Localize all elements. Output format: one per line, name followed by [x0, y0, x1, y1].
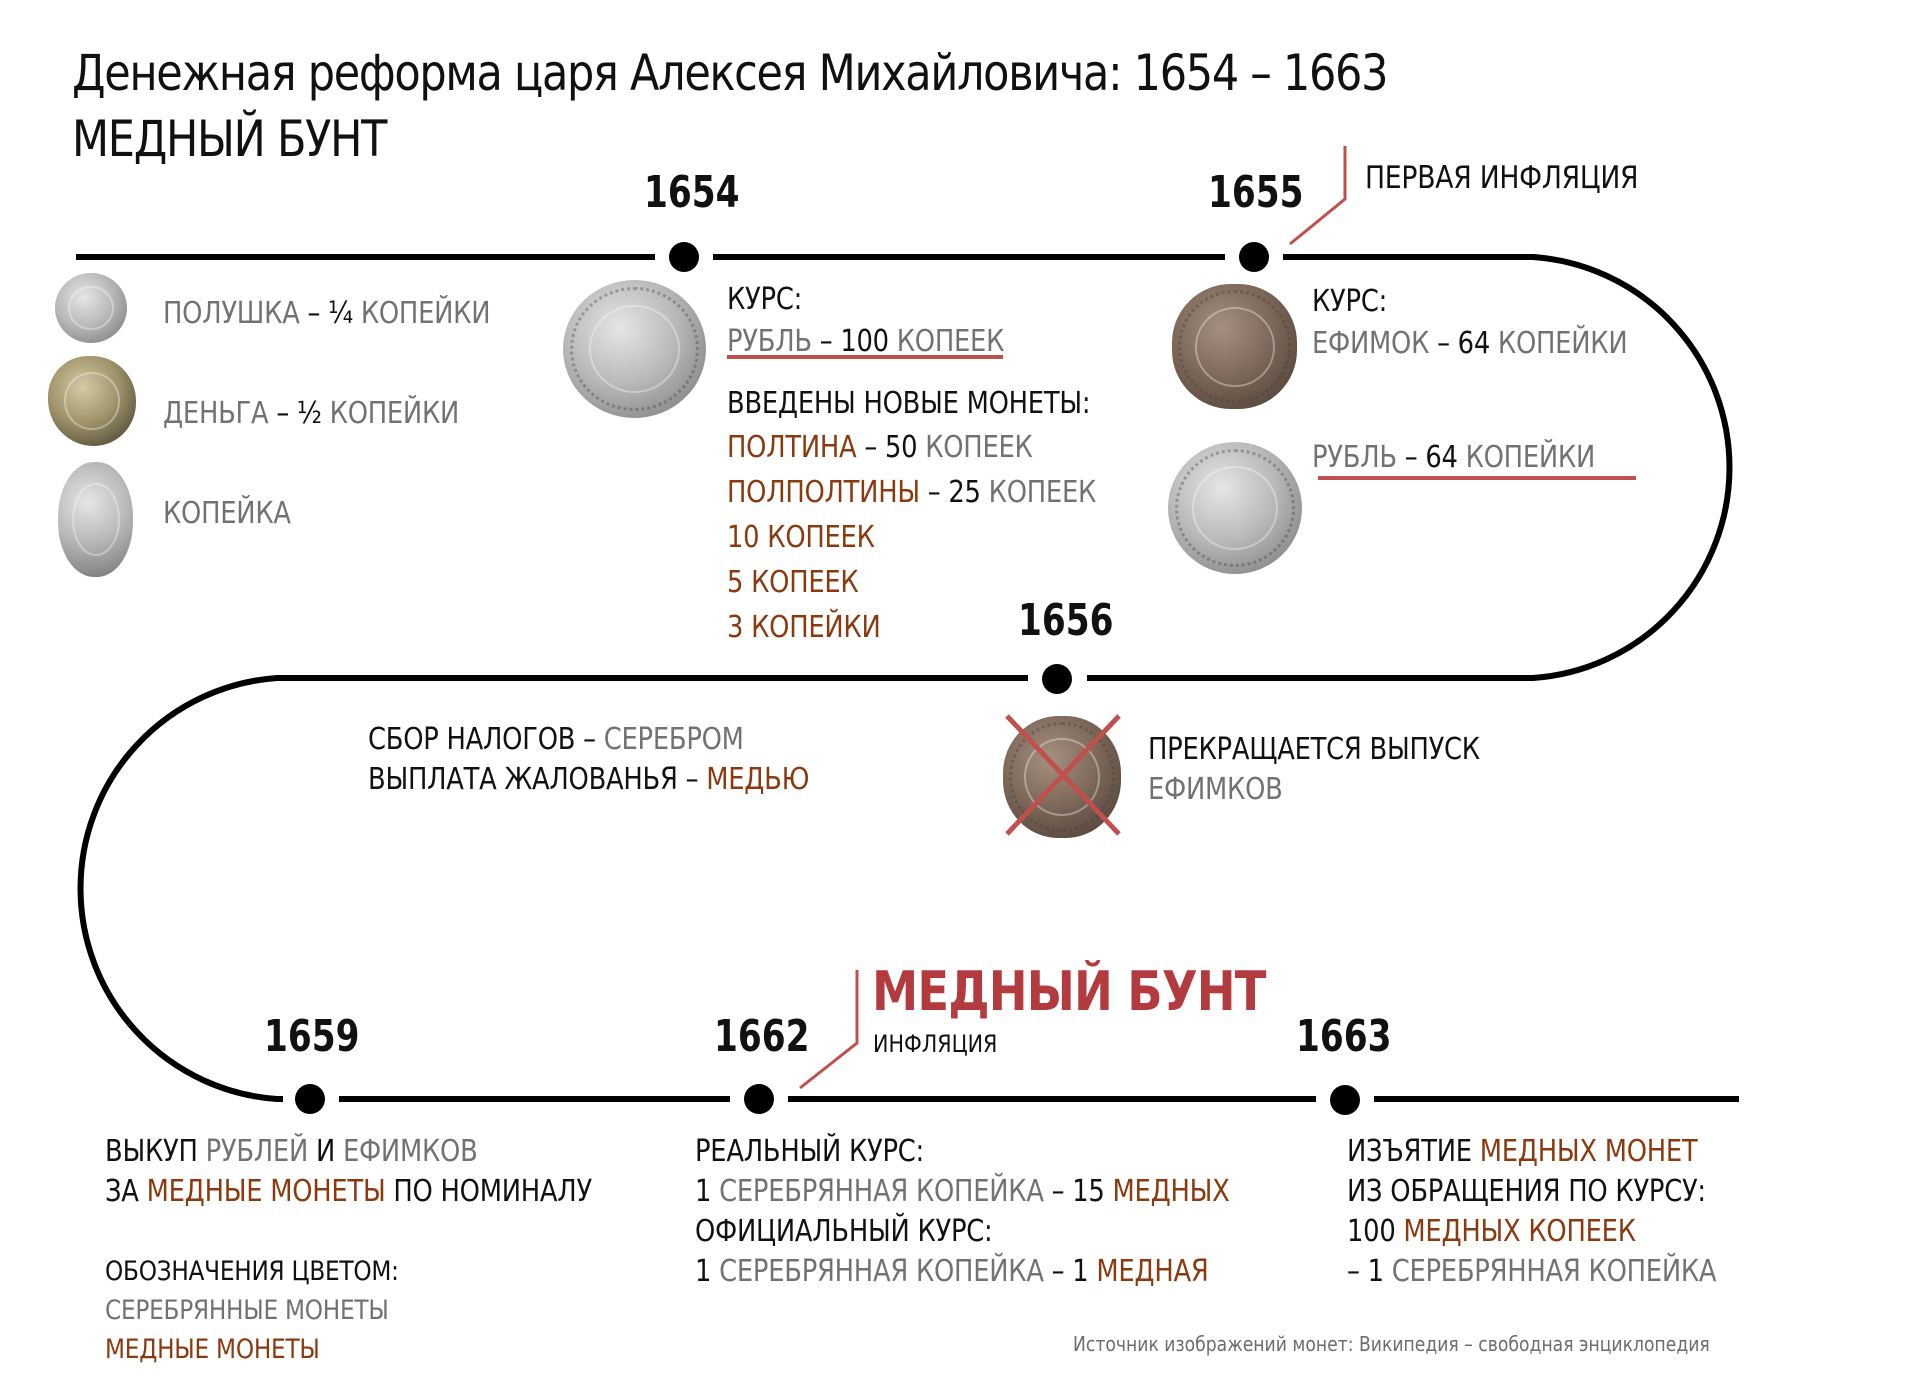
year-1662: 1662	[714, 1011, 810, 1062]
stop-issue-line1: ПРЕКРАЩАЕТСЯ ВЫПУСК	[1148, 732, 1480, 767]
dot-1662	[744, 1084, 774, 1114]
copper-riot-title: МЕДНЫЙ БУНТ	[872, 960, 1266, 1023]
buyback-line2: ЗА МЕДНЫЕ МОНЕТЫ ПО НОМИНАЛУ	[105, 1174, 592, 1209]
new-coin-10-kopeek: 10 КОПЕЕК	[727, 520, 875, 555]
kopeyka-label: КОПЕЙКА	[163, 496, 291, 531]
y1654-rate: РУБЛЬ – 100 КОПЕЕК	[727, 324, 1005, 359]
year-1659: 1659	[264, 1011, 360, 1062]
y1655-block: КУРС: ЕФИМОК – 64 КОПЕЙКИ	[1312, 284, 1628, 362]
dot-1655	[1239, 242, 1269, 272]
y1656-stop-block: ПРЕКРАЩАЕТСЯ ВЫПУСК ЕФИМКОВ	[1148, 732, 1480, 808]
buyback-line1: ВЫКУП РУБЛЕЙ И ЕФИМКОВ	[105, 1134, 478, 1169]
y1654-rate-label: КУРС:	[727, 282, 803, 317]
real-rate: 1 СЕРЕБРЯННАЯ КОПЕЙКА – 15 МЕДНЫХ	[695, 1174, 1230, 1209]
dot-1656	[1042, 664, 1072, 694]
y1659-block: ВЫКУП РУБЛЕЙ И ЕФИМКОВ ЗА МЕДНЫЕ МОНЕТЫ …	[105, 1134, 592, 1210]
new-coin-poltina: ПОЛТИНА – 50 КОПЕЕК	[727, 430, 1033, 465]
efimok-coin-image	[1172, 284, 1297, 409]
track-mid-left	[77, 675, 1028, 1102]
track-top-right	[1087, 254, 1733, 681]
y1663-block: ИЗЪЯТИЕ МЕДНЫХ МОНЕТ ИЗ ОБРАЩЕНИЯ ПО КУР…	[1347, 1134, 1717, 1290]
y1654-new-coins-label: ВВЕДЕНЫ НОВЫЕ МОНЕТЫ:	[727, 386, 1091, 421]
real-rate-label: РЕАЛЬНЫЙ КУРС:	[695, 1134, 924, 1169]
y1655-efimok-rate: ЕФИМОК – 64 КОПЕЙКИ	[1312, 326, 1628, 361]
year-1656: 1656	[1018, 595, 1114, 646]
year-1655: 1655	[1208, 167, 1304, 218]
new-coin-polpoltiny: ПОЛПОЛТИНЫ – 25 КОПЕЕК	[727, 475, 1097, 510]
callout-bracket-1655	[1289, 146, 1347, 246]
official-rate: 1 СЕРЕБРЯННАЯ КОПЕЙКА – 1 МЕДНАЯ	[695, 1254, 1209, 1289]
callout-bracket-1662	[799, 970, 859, 1090]
dengа-coin-image	[48, 356, 136, 446]
legend-title: ОБОЗНАЧЕНИЯ ЦВЕТОМ:	[105, 1256, 399, 1287]
y1656-policy-block: СБОР НАЛОГОВ – СЕРЕБРОМ ВЫПЛАТА ЖАЛОВАНЬ…	[368, 722, 809, 798]
new-coin-3-kopeyki: 3 КОПЕЙКИ	[727, 610, 881, 645]
kopeyka-coin-image	[58, 462, 133, 577]
withdrawal-line1: ИЗЪЯТИЕ МЕДНЫХ МОНЕТ	[1347, 1134, 1698, 1169]
page-title: Денежная реформа царя Алексея Михайлович…	[72, 44, 1388, 102]
withdrawal-line3: 100 МЕДНЫХ КОПЕЕК	[1347, 1214, 1636, 1249]
salary-payment-line: ВЫПЛАТА ЖАЛОВАНЬЯ – МЕДЬЮ	[368, 762, 810, 797]
polushka-coin-image	[55, 273, 127, 343]
y1654-block: КУРС: РУБЛЬ – 100 КОПЕЕК ВВЕДЕНЫ НОВЫЕ М…	[727, 282, 1096, 646]
y1655-ruble-rate: РУБЛЬ – 64 КОПЕЙКИ	[1312, 440, 1596, 475]
legend-copper: МЕДНЫЕ МОНЕТЫ	[105, 1334, 320, 1365]
withdrawal-line4: – 1 СЕРЕБРЯННАЯ КОПЕЙКА	[1347, 1254, 1717, 1289]
cross-out-icon	[1005, 714, 1121, 836]
year-1663: 1663	[1296, 1011, 1392, 1062]
legend-silver: СЕРЕБРЯННЫЕ МОНЕТЫ	[105, 1295, 389, 1326]
y1662-block: РЕАЛЬНЫЙ КУРС: 1 СЕРЕБРЯННАЯ КОПЕЙКА – 1…	[695, 1134, 1230, 1290]
new-coin-5-kopeek: 5 КОПЕЕК	[727, 565, 859, 600]
ruble-1654-coin-image	[563, 280, 706, 418]
official-rate-label: ОФИЦИАЛЬНЫЙ КУРС:	[695, 1214, 993, 1249]
page-subtitle: МЕДНЫЙ БУНТ	[72, 110, 387, 168]
color-legend: ОБОЗНАЧЕНИЯ ЦВЕТОМ: СЕРЕБРЯННЫЕ МОНЕТЫ М…	[105, 1252, 399, 1369]
ruble-1655-coin-image	[1168, 442, 1302, 574]
withdrawal-line2: ИЗ ОБРАЩЕНИЯ ПО КУРСУ:	[1347, 1174, 1706, 1209]
year-1654: 1654	[644, 167, 740, 218]
inflation-subtitle: ИНФЛЯЦИЯ	[873, 1030, 998, 1058]
denga-label: ДЕНЬГА – ½ КОПЕЙКИ	[163, 396, 460, 431]
y1655-rate-label: КУРС:	[1312, 284, 1388, 319]
dot-1659	[295, 1084, 325, 1114]
tax-collection-line: СБОР НАЛОГОВ – СЕРЕБРОМ	[368, 722, 744, 757]
dot-1654	[669, 242, 699, 272]
stop-issue-line2: ЕФИМКОВ	[1148, 772, 1283, 807]
dot-1663	[1330, 1085, 1360, 1115]
first-inflation-callout: ПЕРВАЯ ИНФЛЯЦИЯ	[1365, 160, 1639, 196]
image-source-note: Источник изображений монет: Википедия – …	[1073, 1332, 1710, 1356]
polushka-label: ПОЛУШКА – ¼ КОПЕЙКИ	[163, 296, 491, 331]
